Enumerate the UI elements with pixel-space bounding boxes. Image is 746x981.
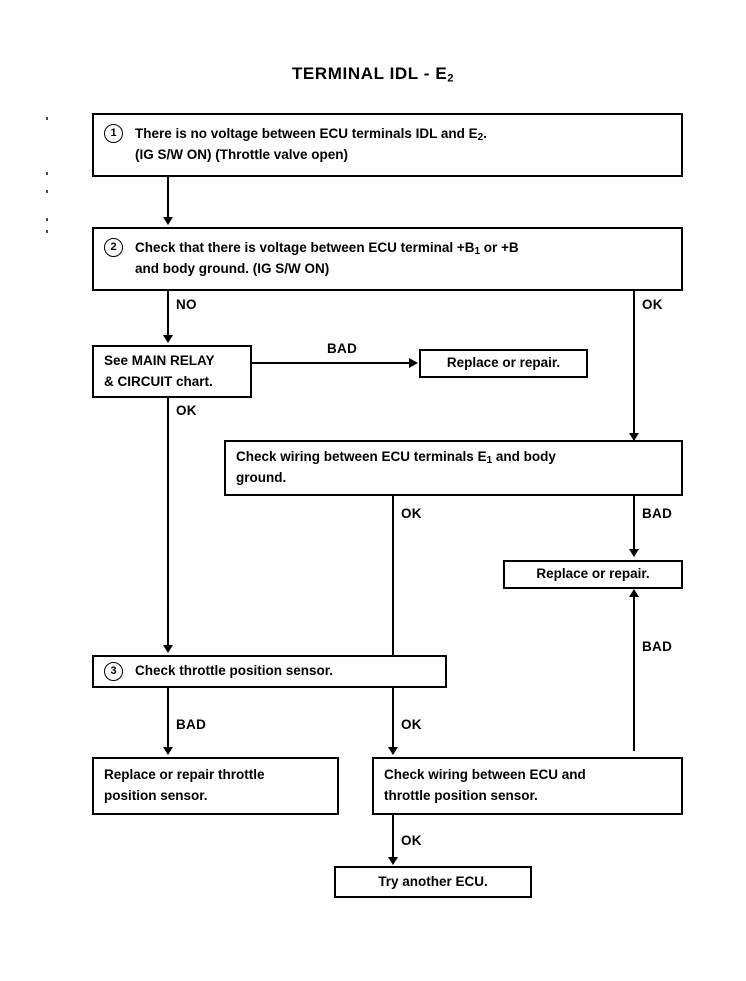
node-try-another-ecu-text: Try another ECU. (378, 873, 488, 889)
connector-step3-bad (167, 688, 169, 751)
connector-step2-no (167, 291, 169, 337)
edge-label-ok-e1: OK (401, 506, 422, 521)
node-try-another-ecu[interactable]: Try another ECU. (334, 866, 532, 898)
node-step3[interactable]: 3 Check throttle position sensor. (92, 655, 447, 688)
connector-e1-ok (392, 496, 394, 751)
node-replace-throttle-sensor-line2: position sensor. (104, 788, 208, 803)
node-check-wiring-tps[interactable]: Check wiring between ECU and throttle po… (372, 757, 683, 815)
node-check-wiring-e1-text: Check wiring between ECU terminals E1 an… (236, 447, 556, 489)
node-step1-line1-sub: 2 (477, 131, 484, 143)
node-step2-line1-a: Check that there is voltage between ECU … (135, 239, 475, 255)
node-check-wiring-tps-line1: Check wiring between ECU and (384, 767, 586, 783)
arrowhead-step3-bad (163, 747, 173, 755)
arrowhead-relay-bad (409, 358, 418, 368)
connector-e1-bad (633, 496, 635, 553)
connector-tps-bad-up (633, 597, 635, 751)
node-step2[interactable]: 2 Check that there is voltage between EC… (92, 227, 683, 291)
node-replace-throttle-sensor-line1: Replace or repair throttle (104, 767, 265, 783)
node-replace-throttle-sensor-text: Replace or repair throttle position sens… (104, 765, 265, 807)
node-check-wiring-e1-line1-sub: 1 (486, 454, 493, 466)
page-title-text: TERMINAL IDL - E (291, 64, 448, 83)
node-check-wiring-e1[interactable]: Check wiring between ECU terminals E1 an… (224, 440, 683, 496)
connector-relay-bad (252, 362, 410, 364)
node-step2-line1-sub: 1 (474, 245, 481, 257)
node-step1-line1-b: . (483, 125, 487, 141)
step-number-3: 3 (104, 661, 123, 681)
scan-artifact (46, 218, 48, 221)
node-step2-line1-b: or +B (480, 239, 519, 255)
node-replace-repair-1-text: Replace or repair. (446, 355, 561, 371)
arrowhead-step1-step2 (163, 217, 173, 225)
edge-label-ok-step3: OK (401, 717, 422, 732)
node-step1-text: There is no voltage between ECU terminal… (135, 124, 487, 166)
connector-step1-step2 (167, 177, 169, 219)
edge-label-ok-relay: OK (176, 403, 197, 418)
arrowhead-final-ok (388, 857, 398, 865)
node-step2-line2: and body ground. (IG S/W ON) (135, 261, 330, 277)
arrowhead-step2-ok (629, 433, 639, 441)
node-replace-repair-2-text: Replace or repair. (536, 566, 650, 582)
node-main-relay[interactable]: See MAIN RELAY & CIRCUIT chart. (92, 345, 252, 398)
node-replace-throttle-sensor[interactable]: Replace or repair throttle position sens… (92, 757, 339, 815)
node-replace-repair-2[interactable]: Replace or repair. (503, 560, 683, 589)
node-step3-text: Check throttle position sensor. (135, 663, 334, 679)
edge-label-bad-relay: BAD (327, 341, 358, 356)
node-step1-line1-a: There is no voltage between ECU terminal… (135, 125, 478, 141)
step-number-1: 1 (104, 123, 123, 143)
edge-label-bad-step3: BAD (176, 717, 207, 732)
scan-artifact (46, 190, 48, 193)
node-replace-repair-1[interactable]: Replace or repair. (419, 349, 588, 378)
connector-step2-ok (633, 291, 635, 441)
arrowhead-e1-ok (388, 747, 398, 755)
node-check-wiring-e1-line2: ground. (236, 470, 287, 486)
node-step1-line2: (IG S/W ON) (Throttle valve open) (135, 147, 349, 163)
edge-label-bad-tps: BAD (642, 639, 673, 654)
edge-label-ok-final: OK (401, 833, 422, 848)
node-check-wiring-e1-line1-a: Check wiring between ECU terminals E (236, 448, 487, 464)
arrowhead-step2-no (163, 335, 173, 343)
arrowhead-relay-ok (163, 645, 173, 653)
node-main-relay-line1: See MAIN RELAY (104, 352, 215, 368)
arrowhead-e1-bad (629, 549, 639, 557)
node-main-relay-line2: & CIRCUIT chart. (104, 373, 213, 389)
node-check-wiring-e1-line1-b: and body (492, 448, 556, 464)
node-step2-text: Check that there is voltage between ECU … (135, 238, 519, 280)
scan-artifact (46, 230, 48, 233)
node-check-wiring-tps-line2: throttle position sensor. (384, 788, 538, 803)
scan-artifact (46, 172, 48, 175)
page-title: TERMINAL IDL - E2 (0, 64, 746, 84)
page-title-subscript: 2 (447, 72, 455, 85)
scan-artifact (46, 117, 48, 120)
connector-relay-ok (167, 398, 169, 649)
node-main-relay-text: See MAIN RELAY & CIRCUIT chart. (104, 351, 215, 393)
edge-label-no: NO (176, 297, 197, 312)
edge-label-ok-step2: OK (642, 297, 663, 312)
node-check-wiring-tps-text: Check wiring between ECU and throttle po… (384, 765, 586, 807)
arrowhead-tps-bad-up (629, 589, 639, 597)
connector-final-ok (392, 815, 394, 861)
edge-label-bad-e1: BAD (642, 506, 673, 521)
step-number-2: 2 (104, 237, 123, 257)
node-step1[interactable]: 1 There is no voltage between ECU termin… (92, 113, 683, 177)
